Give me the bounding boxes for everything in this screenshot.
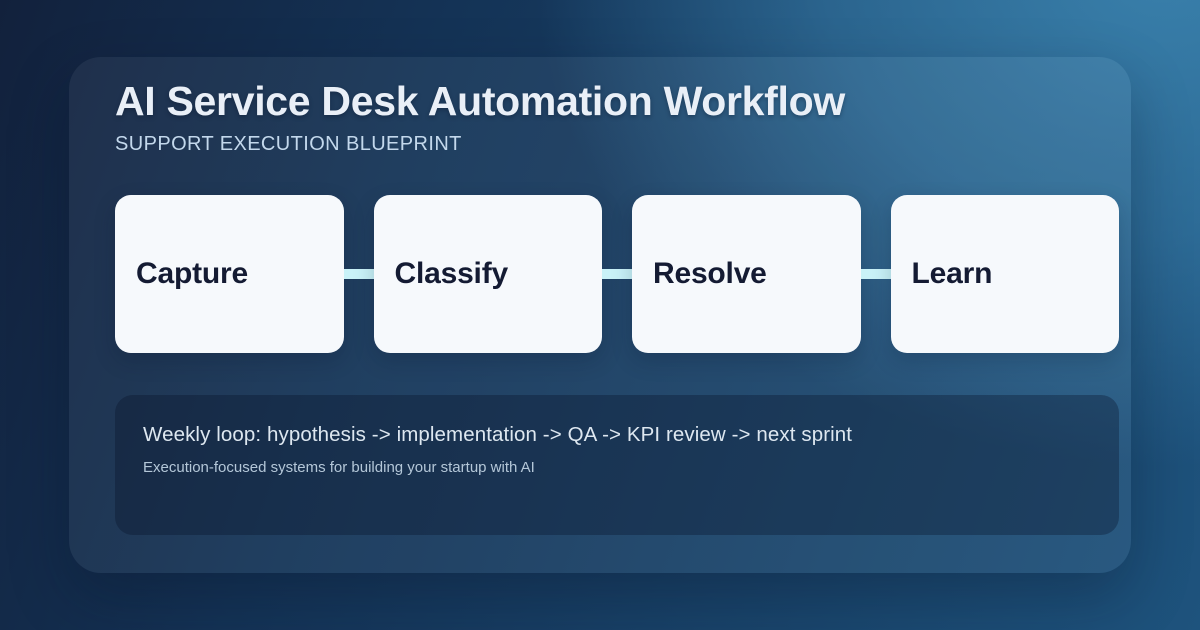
step-box-classify: Classify [373,195,602,354]
step-box-learn: Learn [890,195,1119,354]
workflow-card: AI Service Desk Automation Workflow SUPP… [69,57,1131,573]
weekly-loop-panel: Weekly loop: hypothesis -> implementatio… [115,395,1119,536]
step-box-capture: Capture [115,195,344,354]
step-box-resolve: Resolve [632,195,861,354]
connector-line [860,269,891,280]
page-subtitle: SUPPORT EXECUTION BLUEPRINT [115,133,462,156]
connector-line [602,269,632,280]
step-label-classify: Classify [394,257,509,291]
page-title: AI Service Desk Automation Workflow [115,78,845,124]
connector-line [343,269,374,280]
tagline-text: Execution-focused systems for building y… [143,459,535,477]
step-label-resolve: Resolve [653,257,767,291]
step-label-learn: Learn [911,257,993,291]
step-label-capture: Capture [136,257,248,291]
workflow-steps-row: Capture Classify Resolve Learn [115,195,1119,354]
weekly-loop-text: Weekly loop: hypothesis -> implementatio… [143,423,853,447]
